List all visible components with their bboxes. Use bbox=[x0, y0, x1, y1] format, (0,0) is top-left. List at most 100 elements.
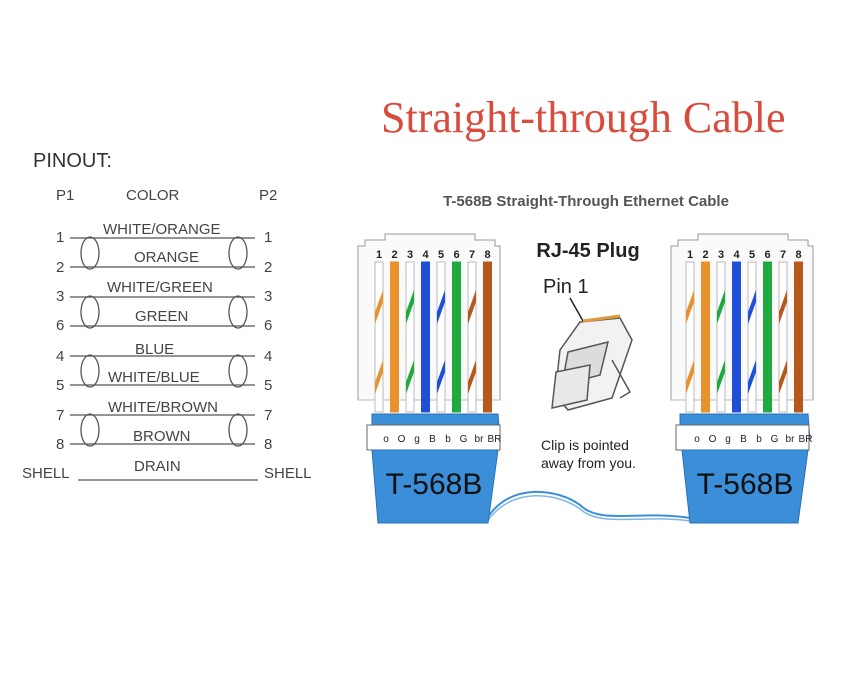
connector-label: T-568B bbox=[386, 468, 483, 501]
wire-stripe bbox=[468, 360, 476, 394]
wire-color-label: BROWN bbox=[133, 428, 191, 445]
pin1-label: Pin 1 bbox=[543, 276, 589, 298]
wire-code: br bbox=[475, 434, 485, 445]
wire-code: b bbox=[445, 434, 451, 445]
p1-pin: 7 bbox=[56, 407, 65, 424]
diagram-subtitle: T-568B Straight-Through Ethernet Cable bbox=[443, 193, 729, 210]
wire-stripe bbox=[468, 290, 476, 324]
page-title: Straight-through Cable bbox=[381, 93, 786, 142]
striped-wire bbox=[685, 261, 695, 413]
pin-number: 5 bbox=[749, 249, 755, 261]
pin-number: 6 bbox=[764, 249, 770, 261]
p1-pin: 2 bbox=[56, 259, 65, 276]
wire-code: O bbox=[709, 434, 717, 445]
pin-number: 2 bbox=[391, 249, 397, 261]
pinout-wiring bbox=[70, 236, 258, 481]
wire-stripe bbox=[779, 360, 787, 394]
wire-group bbox=[685, 261, 803, 413]
wire-color-label: WHITE/BROWN bbox=[108, 399, 218, 416]
p2-pin: 7 bbox=[264, 407, 273, 424]
p1-pin: 6 bbox=[56, 317, 65, 334]
striped-wire bbox=[374, 261, 384, 413]
wire-stripe bbox=[375, 290, 383, 324]
wire-stripe bbox=[748, 360, 756, 394]
solid-wire bbox=[732, 261, 741, 413]
wire-stripe bbox=[437, 290, 445, 324]
shell-label-left: SHELL bbox=[22, 465, 70, 482]
color-column-header: COLOR bbox=[126, 187, 180, 204]
pin-number: 4 bbox=[422, 249, 429, 261]
drain-label: DRAIN bbox=[134, 458, 181, 475]
wire-stripe bbox=[779, 290, 787, 324]
pin-number: 1 bbox=[687, 249, 693, 261]
solid-wire bbox=[452, 261, 461, 413]
pinout-heading: PINOUT: bbox=[33, 150, 112, 172]
pin-number: 4 bbox=[733, 249, 740, 261]
pin-number: 8 bbox=[795, 249, 801, 261]
striped-wire bbox=[716, 261, 726, 413]
wire-stripe bbox=[748, 290, 756, 324]
wire-code: G bbox=[460, 434, 468, 445]
p2-pin: 2 bbox=[264, 259, 273, 276]
wire-code: BR bbox=[488, 434, 502, 445]
p2-pin: 6 bbox=[264, 317, 273, 334]
pin-number: 1 bbox=[376, 249, 382, 261]
pin1-arrow bbox=[569, 297, 584, 322]
wire-stripe bbox=[686, 290, 694, 324]
wire-group bbox=[374, 261, 492, 413]
striped-wire bbox=[747, 261, 757, 413]
p1-pin: 8 bbox=[56, 436, 65, 453]
wire-code: br bbox=[786, 434, 796, 445]
solid-wire bbox=[701, 261, 710, 413]
wire-code: b bbox=[756, 434, 762, 445]
solid-wire bbox=[390, 261, 399, 413]
wire-color-label: WHITE/BLUE bbox=[108, 369, 200, 386]
rj45-plug-icon bbox=[551, 314, 633, 411]
wire-code: G bbox=[771, 434, 779, 445]
connector-label: T-568B bbox=[697, 468, 794, 501]
wire-color-label: WHITE/GREEN bbox=[107, 279, 213, 296]
wire-stripe bbox=[717, 360, 725, 394]
solid-wire bbox=[763, 261, 772, 413]
p1-pin: 5 bbox=[56, 377, 65, 394]
pin-number: 8 bbox=[484, 249, 490, 261]
pin-number: 7 bbox=[780, 249, 786, 261]
pin-number: 3 bbox=[407, 249, 413, 261]
pin-number: 3 bbox=[718, 249, 724, 261]
wire-color-label: BLUE bbox=[135, 341, 175, 358]
pin-number: 7 bbox=[469, 249, 475, 261]
wire-stripe bbox=[437, 360, 445, 394]
wire-stripe bbox=[375, 360, 383, 394]
wire-code: g bbox=[414, 434, 420, 445]
clip-note-line1: Clip is pointed bbox=[541, 437, 629, 453]
p2-pin: 5 bbox=[264, 377, 273, 394]
clip-note-line2: away from you. bbox=[541, 455, 636, 471]
solid-wire bbox=[483, 261, 492, 413]
plug-title: RJ-45 Plug bbox=[536, 240, 639, 262]
wire-code: BR bbox=[799, 434, 813, 445]
striped-wire bbox=[405, 261, 415, 413]
pin-number: 2 bbox=[702, 249, 708, 261]
p1-column-header: P1 bbox=[56, 187, 75, 204]
pin-number: 6 bbox=[453, 249, 459, 261]
wire-code: o bbox=[694, 434, 700, 445]
p1-pin: 4 bbox=[56, 348, 65, 365]
p2-pin: 1 bbox=[264, 229, 273, 246]
wire-code: B bbox=[429, 434, 436, 445]
wire-code: O bbox=[398, 434, 406, 445]
wire-color-label: ORANGE bbox=[134, 249, 200, 266]
wire-stripe bbox=[406, 290, 414, 324]
cable-line-highlight bbox=[485, 495, 691, 524]
shell-label-right: SHELL bbox=[264, 465, 312, 482]
p2-pin: 3 bbox=[264, 288, 273, 305]
striped-wire bbox=[778, 261, 788, 413]
p2-column-header: P2 bbox=[259, 187, 278, 204]
pin-number: 5 bbox=[438, 249, 444, 261]
wire-code: g bbox=[725, 434, 731, 445]
p1-pin: 1 bbox=[56, 229, 65, 246]
